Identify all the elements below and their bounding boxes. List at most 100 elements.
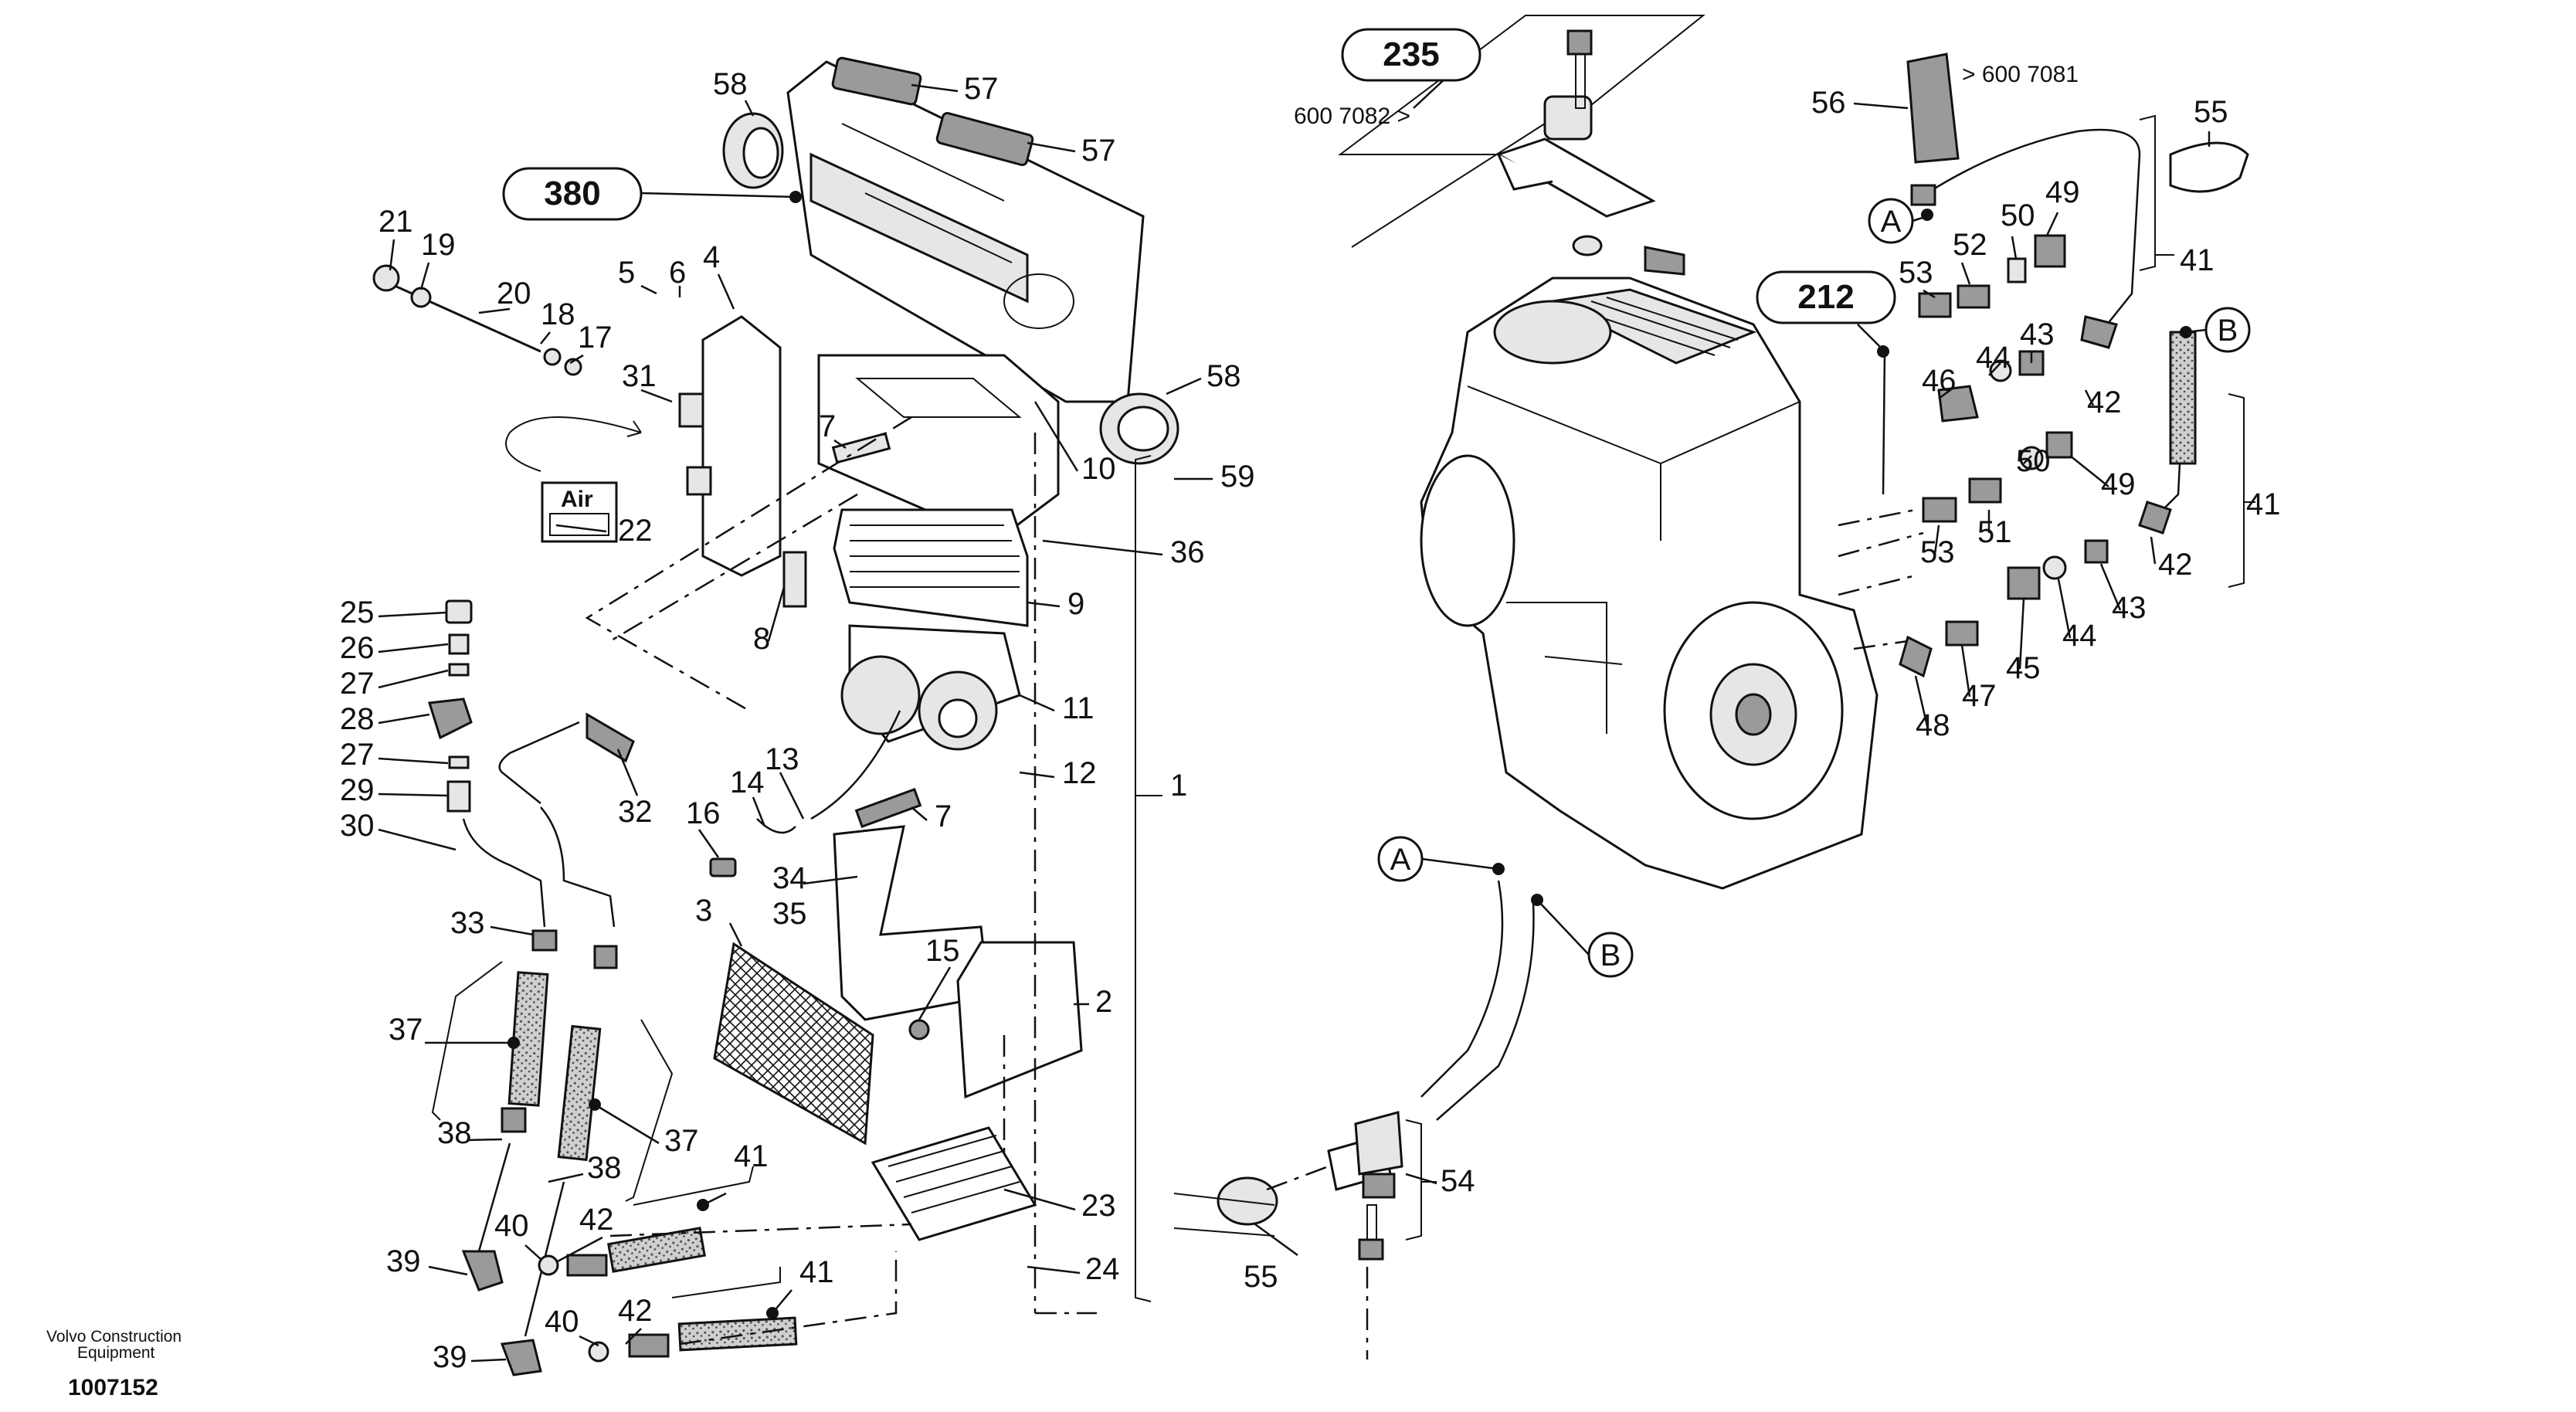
callout: 31 (622, 359, 657, 393)
leader-line (833, 439, 847, 450)
leader-line (717, 273, 735, 310)
group-bracket (1135, 455, 1162, 1302)
leader-line (1027, 1265, 1081, 1275)
assembly-line (609, 1223, 912, 1237)
water-valve-fittings (428, 599, 473, 813)
leader-line (1033, 401, 1079, 472)
leader-dot (766, 1307, 779, 1319)
assembly-line (1838, 531, 1924, 558)
callout: 42 (2158, 548, 2193, 582)
leader-line (1988, 362, 2001, 376)
leader-line (2057, 579, 2072, 639)
callout: 54 (1441, 1164, 1475, 1198)
callout: 52 (1953, 228, 1987, 262)
leader-line (2011, 236, 2018, 260)
leader-line (378, 713, 430, 725)
hose-connector-bottom (1173, 880, 1535, 1261)
callout: 57 (1081, 134, 1116, 168)
callout: 35 (772, 897, 807, 931)
leader-line (2018, 598, 2025, 670)
leader-line (579, 1335, 599, 1347)
leader-line (728, 922, 743, 947)
leader-line (419, 262, 430, 290)
engine-block (1420, 277, 1879, 890)
engine-pipe-lower (2138, 331, 2197, 535)
callout: 56 (1811, 86, 1846, 120)
callout: 5 (618, 256, 635, 290)
callout: 18 (541, 297, 575, 331)
callout: 45 (2006, 651, 2041, 685)
callout: 27 (340, 667, 375, 701)
leader-line (1019, 694, 1055, 712)
group-bracket (671, 1267, 781, 1298)
leader-line (640, 389, 673, 403)
leader-line (490, 925, 534, 936)
callout: 44 (1976, 341, 2011, 375)
callout: 26 (340, 631, 375, 665)
leader-line (2099, 563, 2122, 611)
group-bracket (633, 1166, 754, 1206)
callout: 50 (2001, 199, 2035, 233)
serial-after: > 600 7081 (1962, 62, 2079, 87)
leader-line (640, 284, 657, 295)
leader-line (2150, 536, 2157, 565)
leader-line (1019, 771, 1055, 779)
callout: 8 (753, 622, 770, 656)
callout: 42 (618, 1294, 653, 1328)
callout: 37 (664, 1124, 699, 1158)
callout: 15 (925, 934, 960, 968)
callout: 37 (389, 1013, 423, 1047)
group-bracket (2139, 114, 2174, 271)
callout: 1 (1170, 769, 1187, 803)
leader-line (478, 307, 511, 314)
callout: 43 (2020, 317, 2055, 351)
callout: 28 (340, 702, 375, 736)
leader-line (1853, 102, 1909, 110)
assembly-line (609, 493, 858, 643)
leader-line (803, 875, 858, 885)
callout: 14 (730, 765, 765, 799)
part-callouts: 58 57 57 21 19 20 18 17 5 6 4 31 22 58 1… (340, 67, 2281, 1374)
heater-hoses (477, 929, 618, 1337)
callout: 58 (1207, 359, 1241, 393)
callout: 41 (2246, 487, 2281, 521)
callout: 41 (799, 1255, 834, 1289)
air-vent-top (831, 56, 1034, 166)
callout: 43 (2112, 591, 2147, 625)
callout: 22 (618, 514, 653, 548)
hose-fittings-bottom (461, 1227, 798, 1376)
leader-line (752, 796, 766, 827)
leader-line (767, 586, 786, 642)
assembly-line (1838, 508, 1916, 527)
leader-line (524, 1244, 541, 1260)
leader-line (378, 611, 447, 618)
leader-line (1254, 1223, 1298, 1257)
callout: 38 (437, 1116, 472, 1150)
leader-lines (378, 53, 2211, 1363)
leader-line (555, 524, 607, 533)
leader-line (779, 772, 805, 820)
leader-line (378, 757, 449, 765)
callout: 39 (433, 1340, 467, 1374)
leader-dot (1531, 894, 1543, 906)
group-bracket (1405, 1119, 1437, 1241)
callout: 58 (713, 67, 748, 101)
callout: 16 (686, 796, 721, 830)
badge-label: 212 (1797, 278, 1854, 316)
callout: 4 (703, 240, 720, 274)
callout: 42 (579, 1203, 614, 1237)
leader-line (548, 1173, 584, 1183)
callout: 49 (2045, 175, 2080, 209)
leader-line (1027, 141, 1076, 153)
callout: 53 (1920, 535, 1955, 569)
leader-line (1938, 389, 1951, 400)
callout: 53 (1899, 256, 1933, 290)
callout: 20 (497, 277, 531, 311)
callout: 23 (1081, 1189, 1116, 1223)
leader-line (911, 83, 959, 93)
leader-line (389, 239, 395, 271)
leader-dot (1492, 863, 1505, 875)
leader-dot (507, 1037, 520, 1049)
leader-line (467, 1138, 503, 1142)
